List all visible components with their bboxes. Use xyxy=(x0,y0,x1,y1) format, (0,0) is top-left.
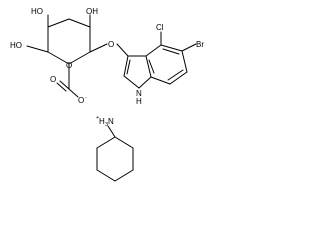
indole-h-label: H xyxy=(136,97,142,106)
glycosidic-oxygen-label: O xyxy=(108,40,114,49)
minus-sign: - xyxy=(85,95,87,101)
ammonium-h-label: H xyxy=(99,117,105,126)
indole-n-label: N xyxy=(136,89,142,98)
ammonium-n-label: N xyxy=(108,117,114,126)
ammonium-charge: + xyxy=(96,115,99,121)
structure-diagram: HO OH HO O O O O - Cl Br N H + H 3 N xyxy=(10,7,204,182)
substituent-bonds xyxy=(26,14,129,98)
ho-top-left-label: HO xyxy=(31,7,43,16)
carboxylate-o-double-label: O xyxy=(50,75,56,84)
glucuronide-ring xyxy=(47,18,91,65)
indole-ring xyxy=(123,31,197,89)
ho-left-label: HO xyxy=(10,41,22,50)
cyclohexane-ring xyxy=(96,125,134,182)
bromine-label: Br xyxy=(196,40,204,49)
ammonium-subscript: 3 xyxy=(105,122,108,128)
chlorine-label: Cl xyxy=(156,23,164,32)
oh-top-right-label: OH xyxy=(86,7,98,16)
ring-oxygen-label: O xyxy=(66,61,72,70)
carboxylate-o-minus-label: O xyxy=(78,96,84,105)
